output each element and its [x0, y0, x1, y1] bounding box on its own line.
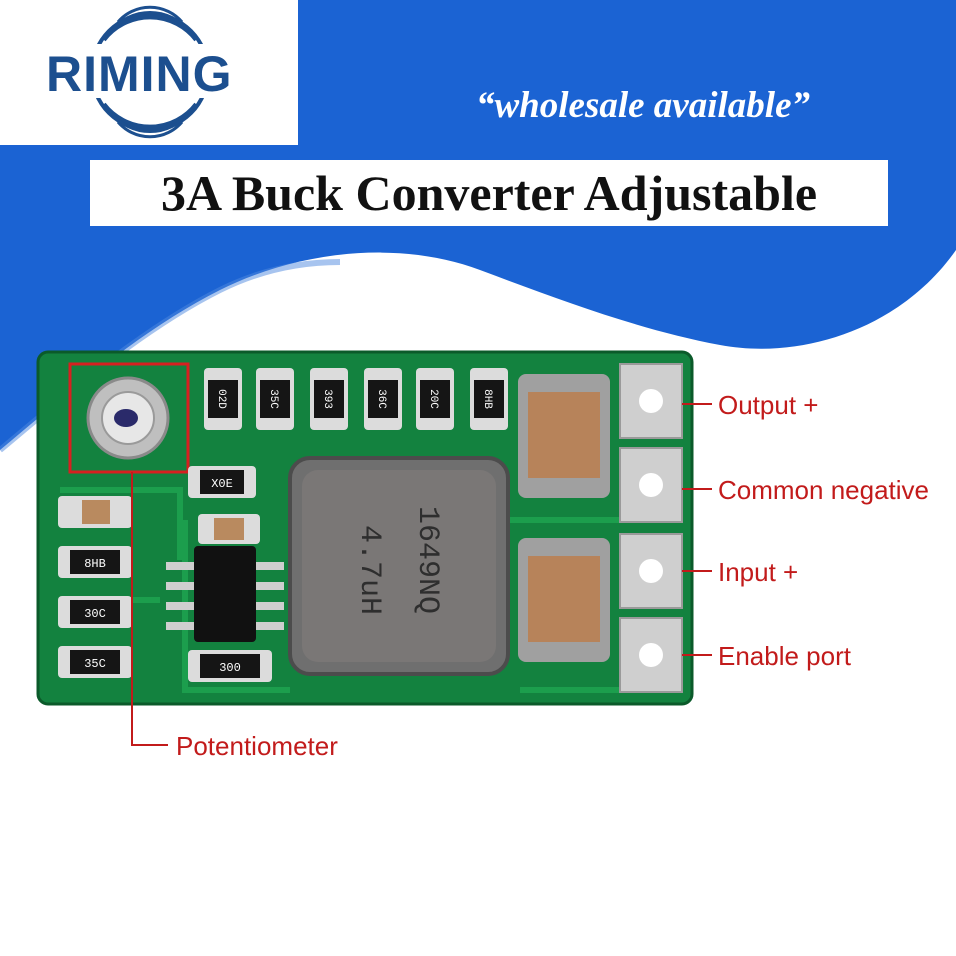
brand-logo-text: RIMING [46, 46, 233, 102]
potentiometer-component [68, 362, 190, 474]
potentiometer-leader [131, 472, 168, 746]
smd-code-11: 300 [219, 661, 241, 675]
inductor-value: 4.7uH [352, 525, 386, 615]
title-banner: 3A Buck Converter Adjustable [90, 160, 888, 226]
inductor-component [288, 456, 510, 676]
smd-code-9: 30C [84, 607, 106, 621]
output-plus-label: Output + [718, 390, 819, 420]
pin-pads [619, 363, 683, 693]
wholesale-tagline: “wholesale available” [476, 85, 810, 126]
potentiometer-label: Potentiometer [176, 731, 338, 761]
smd-code-8: 8HB [84, 557, 106, 571]
smd-code-6: 8HB [481, 389, 493, 409]
logo-panel: RIMING [0, 0, 298, 145]
left-component-column [58, 466, 272, 682]
enable-port-label: Enable port [718, 641, 851, 671]
riming-logo-icon [40, 5, 258, 139]
capacitors [518, 374, 610, 662]
smd-code-4: 36C [375, 389, 387, 409]
top-resistor-row [204, 368, 508, 430]
smd-code-7: X0E [211, 477, 233, 491]
common-negative-label: Common negative [718, 475, 929, 505]
smd-code-10: 35C [84, 657, 106, 671]
product-title: 3A Buck Converter Adjustable [160, 165, 818, 221]
smd-code-1: 02D [215, 389, 227, 409]
smd-code-5: 20C [427, 389, 439, 409]
smd-code-2: 35C [267, 389, 279, 409]
smd-code-3: 393 [321, 389, 333, 409]
input-plus-label: Input + [718, 557, 799, 587]
inductor-code: 1649NQ [410, 506, 444, 614]
ic-chip [166, 546, 284, 642]
